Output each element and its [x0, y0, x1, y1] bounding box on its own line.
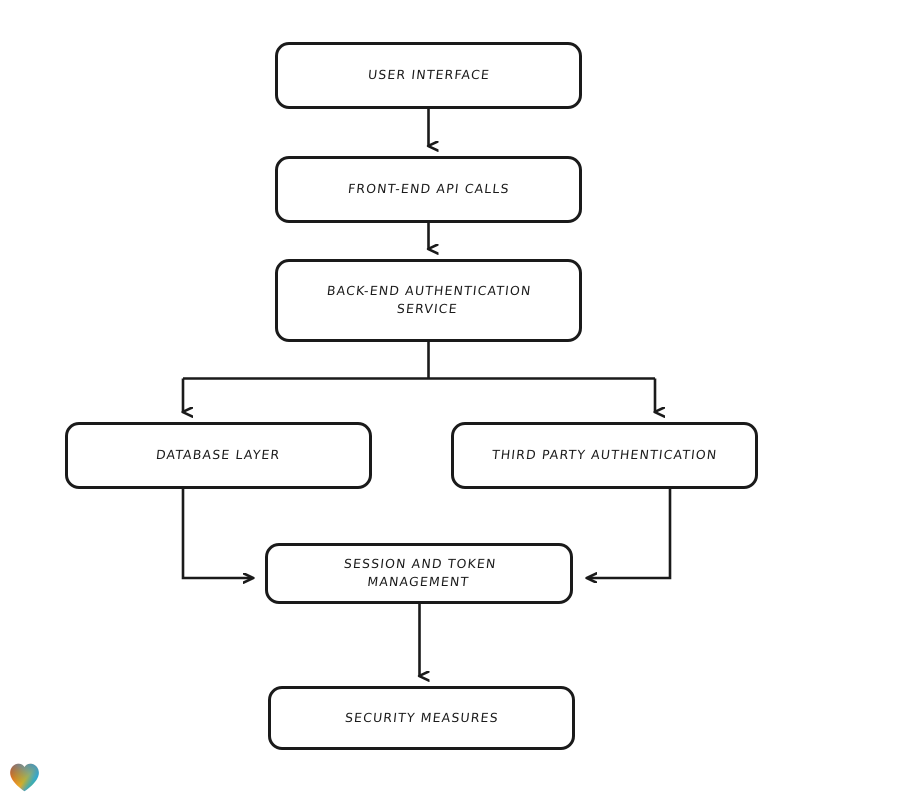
edge-thirdparty-to-session: [587, 489, 672, 578]
node-database-layer-label: Database Layer: [155, 447, 282, 463]
node-security-measures-label: Security Measures: [343, 709, 500, 725]
edge-database-to-session: [181, 489, 253, 578]
node-third-party-authentication-label: Third Party Authentication: [491, 447, 719, 463]
node-security-measures[interactable]: Security Measures: [268, 686, 575, 750]
node-user-interface[interactable]: User Interface: [275, 42, 582, 109]
node-frontend-api-calls[interactable]: Front-End API Calls: [275, 156, 582, 223]
heart-icon: [10, 763, 39, 792]
node-backend-authentication-service-label: Back-End Authentication Service: [326, 283, 533, 317]
node-backend-authentication-service[interactable]: Back-End Authentication Service: [275, 259, 582, 342]
node-third-party-authentication[interactable]: Third Party Authentication: [451, 422, 758, 489]
node-user-interface-label: User Interface: [366, 67, 491, 83]
node-frontend-api-calls-label: Front-End API Calls: [346, 181, 511, 197]
node-database-layer[interactable]: Database Layer: [65, 422, 372, 489]
node-session-and-token-management-label: Session and Token Management: [342, 556, 498, 590]
node-session-and-token-management[interactable]: Session and Token Management: [265, 543, 573, 604]
